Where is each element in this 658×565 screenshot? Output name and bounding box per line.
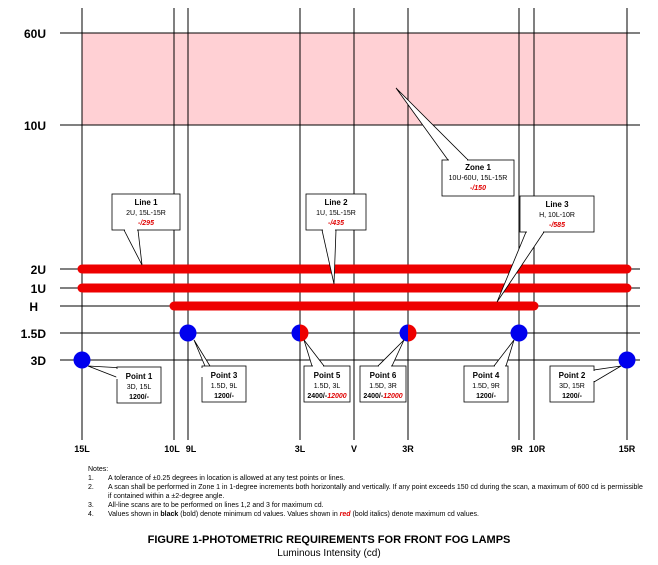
point-3-title: Point 3 <box>211 371 238 380</box>
x-label: 3L <box>295 444 306 454</box>
scan-lines <box>77 264 632 311</box>
point-4-callout: Point 4 1.5D, 9R 1200/- <box>463 339 515 403</box>
line-3-range: H, 10L-10R <box>539 212 575 219</box>
point-6-loc: 1.5D, 3R <box>369 383 397 390</box>
figure-subtitle: Luminous Intensity (cd) <box>277 548 381 559</box>
point-1-value: 1200/- <box>129 394 150 401</box>
point-5-value: 2400/-12000 <box>307 393 346 400</box>
note-number: 3. <box>88 502 94 509</box>
x-label: 15L <box>74 444 90 454</box>
y-label: 3D <box>31 354 47 368</box>
zone-1-range: 10U-60U, 15L-15R <box>449 175 508 182</box>
point-4-title: Point 4 <box>473 371 500 380</box>
notes: Notes: 1. A tolerance of ±0.25 degrees i… <box>88 465 648 519</box>
y-label: 2U <box>31 263 46 277</box>
note-text: A scan shall be performed in Zone 1 in 1… <box>108 484 643 500</box>
zone-1-max: -/150 <box>470 185 486 192</box>
line-1-title: Line 1 <box>134 198 158 207</box>
notes-heading: Notes: <box>88 466 109 473</box>
point-4-marker <box>510 324 528 342</box>
note-item: 1. A tolerance of ±0.25 degrees in locat… <box>88 474 648 483</box>
point-5-title: Point 5 <box>314 371 341 380</box>
point-2-marker <box>618 351 636 369</box>
point-6-callout: Point 6 1.5D, 3R 2400/-12000 <box>359 339 407 403</box>
x-label: 15R <box>619 444 636 454</box>
y-label: H <box>29 300 38 314</box>
zone-1-title: Zone 1 <box>465 163 491 172</box>
point-1-callout: Point 1 3D, 15L 1200/- <box>87 365 162 404</box>
note-item: 4. Values shown in black (bold) denote m… <box>88 510 648 519</box>
y-label: 1.5D <box>21 327 47 341</box>
x-label: 10L <box>164 444 180 454</box>
line-1-max: -/295 <box>138 220 154 227</box>
x-label: V <box>351 444 357 454</box>
point-3-callout: Point 3 1.5D, 9L 1200/- <box>193 339 247 403</box>
note-item: 3. All-line scans are to be performed on… <box>88 501 648 510</box>
note-text: A tolerance of ±0.25 degrees in location… <box>108 475 345 482</box>
line-1-range: 2U, 15L-15R <box>126 210 166 217</box>
point-5-callout: Point 5 1.5D, 3L 2400/-12000 <box>303 339 351 403</box>
note-text: All-line scans are to be performed on li… <box>108 502 324 509</box>
point-4-value: 1200/- <box>476 393 497 400</box>
point-1-loc: 3D, 15L <box>127 384 152 391</box>
note-item: 2. A scan shall be performed in Zone 1 i… <box>88 483 648 501</box>
y-label: 1U <box>31 282 46 296</box>
x-axis-labels: 15L 10L 9L 3L V 3R 9R 10R 15R <box>74 444 636 454</box>
point-2-value: 1200/- <box>562 393 583 400</box>
line-2-range: 1U, 15L-15R <box>316 210 356 217</box>
zone-1-callout: Zone 1 10U-60U, 15L-15R -/150 <box>395 87 515 197</box>
point-2-title: Point 2 <box>559 371 586 380</box>
line-3-callout: Line 3 H, 10L-10R -/585 <box>496 195 595 303</box>
point-6-marker <box>399 324 417 342</box>
point-1-title: Point 1 <box>126 372 153 381</box>
note-number: 4. <box>88 511 94 518</box>
note-number: 2. <box>88 484 94 491</box>
line-2-max: -/435 <box>328 220 344 227</box>
point-6-value: 2400/-12000 <box>363 393 402 400</box>
x-label: 9R <box>511 444 523 454</box>
figure-title: FIGURE 1-PHOTOMETRIC REQUIREMENTS FOR FR… <box>147 534 511 546</box>
line-2-title: Line 2 <box>324 198 348 207</box>
point-3-marker <box>179 324 197 342</box>
point-4-loc: 1.5D, 9R <box>472 383 500 390</box>
x-label: 3R <box>402 444 414 454</box>
line-2-callout: Line 2 1U, 15L-15R -/435 <box>305 193 367 285</box>
point-1-marker <box>73 351 91 369</box>
line-1-callout: Line 1 2U, 15L-15R -/295 <box>111 193 181 266</box>
y-label: 10U <box>24 119 46 133</box>
x-label: 9L <box>186 444 197 454</box>
line-3-title: Line 3 <box>545 200 569 209</box>
note-text: Values shown in black (bold) denote mini… <box>108 511 479 518</box>
point-3-value: 1200/- <box>214 393 235 400</box>
point-2-callout: Point 2 3D, 15R 1200/- <box>549 365 622 403</box>
x-label: 10R <box>529 444 546 454</box>
test-points <box>73 324 636 369</box>
photometric-diagram: 60U 10U 2U 1U H 1.5D 3D 15L 10L 9L 3L V … <box>21 8 640 454</box>
point-2-loc: 3D, 15R <box>559 383 585 390</box>
y-axis-labels: 60U 10U 2U 1U H 1.5D 3D <box>21 27 47 368</box>
note-number: 1. <box>88 475 94 482</box>
y-label: 60U <box>24 27 46 41</box>
point-3-loc: 1.5D, 9L <box>211 383 238 390</box>
point-5-marker <box>291 324 309 342</box>
line-3-max: -/585 <box>549 222 565 229</box>
point-6-title: Point 6 <box>370 371 397 380</box>
point-5-loc: 1.5D, 3L <box>314 383 341 390</box>
